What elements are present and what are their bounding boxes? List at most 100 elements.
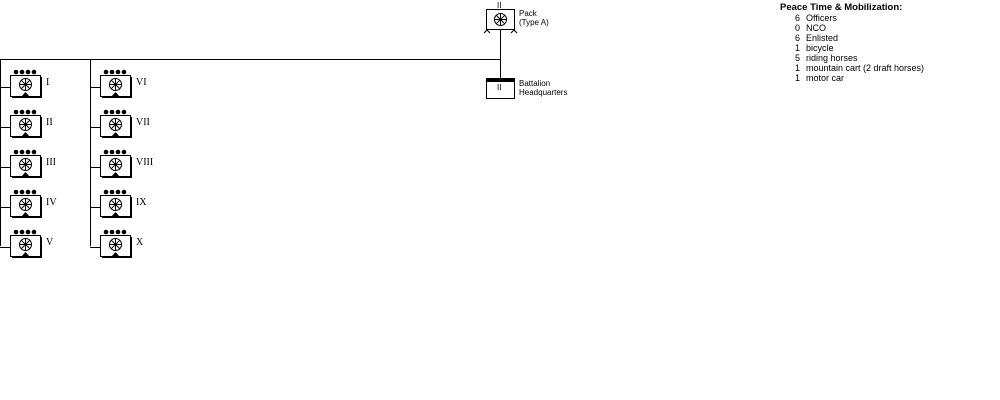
company-size-dot (25, 69, 31, 75)
company-size-dot (103, 149, 109, 155)
company-size-dot (115, 109, 121, 115)
company-size-dot (109, 149, 115, 155)
pack-triangle-icon (21, 172, 30, 177)
wheel-icon (109, 158, 122, 171)
company-size-dot (25, 109, 31, 115)
company-size-dot (115, 189, 121, 195)
company-size-dot (31, 109, 37, 115)
legend-row: 1 mountain cart (2 draft horses) (780, 63, 924, 73)
company-symbol (100, 189, 132, 218)
company-size-dot (25, 189, 31, 195)
pack-triangle-icon (111, 92, 120, 97)
wheel-icon (19, 118, 32, 131)
company-size-dot (25, 149, 31, 155)
pack-triangle-icon (21, 132, 30, 137)
headquarters-symbol (486, 78, 515, 99)
company-size-dot (115, 69, 121, 75)
hq-label-line1: Battalion (519, 79, 551, 88)
company-symbol (10, 149, 42, 178)
company-size-dot (109, 189, 115, 195)
company-size-dot (19, 229, 25, 235)
wheel-icon (109, 198, 122, 211)
legend-count: 6 (794, 33, 800, 43)
company-size-dot (103, 229, 109, 235)
company-size-dot (115, 229, 121, 235)
wheel-icon (109, 118, 122, 131)
legend-count: 1 (794, 63, 800, 73)
legend-item: bicycle (806, 43, 834, 53)
company-size-dot (19, 109, 25, 115)
pack-unit-symbol (483, 9, 518, 34)
company-symbol (100, 149, 132, 178)
company-size-dot (31, 69, 37, 75)
company-size-dot (103, 189, 109, 195)
legend-item: mountain cart (2 draft horses) (806, 63, 925, 73)
company-size-dot (13, 69, 19, 75)
company-numeral: IV (46, 197, 57, 208)
company-symbol (10, 229, 42, 258)
legend-item: Officers (806, 13, 837, 23)
wheel-icon (19, 78, 32, 91)
wheel-icon (109, 238, 122, 251)
company-size-dot (19, 189, 25, 195)
company-size-dot (31, 229, 37, 235)
company-numeral: VI (136, 77, 147, 88)
company-size-dot (121, 69, 127, 75)
legend-count: 1 (794, 43, 800, 53)
company-size-dot (31, 149, 37, 155)
company-size-dot (121, 109, 127, 115)
legend-item: Enlisted (806, 33, 839, 43)
legend-row: 1 motor car (780, 73, 924, 83)
pack-triangle-icon (21, 252, 30, 257)
pack-triangle-icon (111, 212, 120, 217)
wheel-icon (19, 238, 32, 251)
company-symbol (10, 109, 42, 138)
pack-triangle-icon (21, 212, 30, 217)
wheel-icon (19, 198, 32, 211)
pack-notch-right (510, 29, 518, 34)
legend-count: 1 (794, 73, 800, 83)
company-size-dot (121, 189, 127, 195)
legend-item: riding horses (806, 53, 858, 63)
company-size-dot (13, 229, 19, 235)
legend-row: 6 Enlisted (780, 33, 924, 43)
company-numeral: VII (136, 117, 150, 128)
company-symbol (10, 69, 42, 98)
legend-title: Peace Time & Mobilization: (780, 2, 903, 13)
company-size-dot (121, 149, 127, 155)
company-size-dot (109, 69, 115, 75)
hq-size-marker: II (497, 83, 502, 92)
company-size-dot (103, 69, 109, 75)
company-size-dot (25, 229, 31, 235)
company-numeral: IX (136, 197, 147, 208)
company-numeral: VIII (136, 157, 154, 168)
company-size-dot (19, 149, 25, 155)
company-symbol (100, 69, 132, 98)
legend-row: 1 bicycle (780, 43, 924, 53)
company-size-dot (109, 109, 115, 115)
company-numeral: X (136, 237, 144, 248)
wheel-icon (494, 13, 507, 26)
legend-count: 5 (794, 53, 800, 63)
company-symbol (10, 189, 42, 218)
legend-item: NCO (806, 23, 826, 33)
company-size-dot (103, 109, 109, 115)
pack-triangle-icon (111, 252, 120, 257)
company-numeral: III (46, 157, 56, 168)
company-size-dot (13, 149, 19, 155)
pack-unit-label-line1: Pack (519, 9, 537, 18)
hq-label-line2: Headquarters (519, 88, 568, 97)
company-size-dot (31, 189, 37, 195)
pack-triangle-icon (111, 172, 120, 177)
company-size-dot (13, 189, 19, 195)
legend-row: 5 riding horses (780, 53, 924, 63)
pack-notch-left (483, 29, 491, 34)
company-size-dot (19, 69, 25, 75)
company-size-dot (115, 149, 121, 155)
pack-triangle-icon (21, 92, 30, 97)
company-size-dot (121, 229, 127, 235)
company-symbol (100, 109, 132, 138)
legend-item: motor car (806, 73, 845, 83)
